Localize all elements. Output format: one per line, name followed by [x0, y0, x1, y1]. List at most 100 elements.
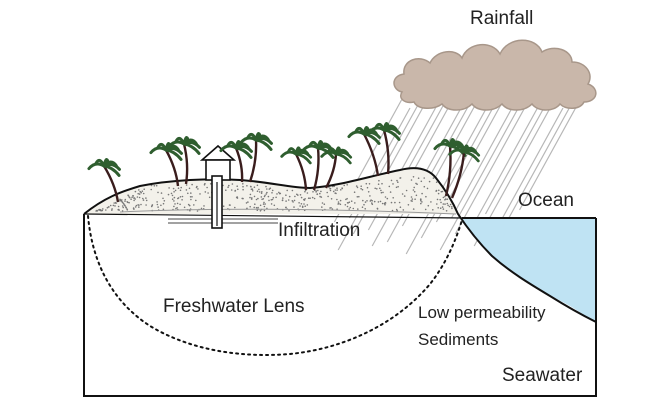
sand-dot — [257, 206, 259, 209]
sand-dot — [349, 206, 352, 209]
sand-dot — [311, 196, 314, 199]
sand-dot — [251, 190, 254, 192]
sand-dot — [292, 201, 294, 203]
sand-dot — [420, 180, 423, 183]
sand-dot — [145, 197, 147, 199]
sand-dot — [326, 191, 329, 194]
sand-dot — [254, 203, 256, 205]
sand-dot — [179, 203, 181, 206]
sand-dot — [380, 191, 383, 194]
sand-dot — [317, 189, 319, 192]
sand-dot — [262, 203, 265, 205]
sand-dot — [399, 206, 402, 208]
sand-dot — [195, 186, 198, 189]
seawater-label: Seawater — [502, 365, 583, 386]
well-house-icon — [199, 144, 237, 229]
sand-dot — [180, 186, 182, 189]
sand-dot — [162, 197, 164, 200]
sand-dot — [353, 191, 356, 193]
sand-dot — [258, 188, 260, 191]
sand-dot — [193, 204, 195, 206]
cloud-icon — [393, 39, 597, 111]
sand-dot — [131, 196, 133, 199]
sand-dot — [163, 200, 166, 202]
sand-dot — [378, 179, 380, 182]
sand-dot — [299, 205, 301, 207]
sand-dot — [179, 189, 182, 192]
sand-dot — [160, 204, 162, 207]
island-base-line — [83, 213, 463, 219]
sand-dot — [421, 201, 423, 203]
sand-dot — [380, 189, 382, 192]
sand-dot — [361, 188, 364, 191]
sand-dot — [132, 207, 135, 209]
sand-dot — [412, 189, 415, 191]
sand-dot — [231, 183, 234, 185]
sand-dot — [246, 185, 248, 187]
rain-streak — [450, 107, 513, 219]
sand-dot — [337, 201, 340, 203]
sand-dot — [285, 206, 287, 209]
sand-dot — [124, 204, 126, 207]
sand-dot — [137, 204, 139, 206]
sand-dot — [121, 205, 124, 207]
sand-dot — [208, 196, 211, 199]
sand-dot — [441, 206, 444, 208]
sand-dot — [346, 197, 348, 200]
sand-dot — [256, 184, 259, 187]
sand-dot — [377, 201, 380, 203]
sand-dot — [262, 198, 265, 200]
sand-dot — [334, 189, 337, 191]
sand-dot — [237, 188, 239, 191]
sand-dot — [446, 198, 449, 200]
sand-dot — [430, 201, 432, 203]
ocean-water — [462, 218, 596, 322]
sand-dot — [416, 183, 418, 185]
sand-dot — [392, 183, 394, 185]
sand-dot — [339, 203, 342, 206]
rainfall-label: Rainfall — [470, 8, 534, 29]
sand-dot — [379, 187, 381, 190]
sand-dot — [356, 186, 359, 189]
sand-dot — [140, 203, 142, 206]
sand-dot — [423, 185, 426, 188]
sand-dot — [275, 196, 277, 199]
sand-dot — [288, 195, 291, 198]
sand-dot — [437, 207, 440, 209]
sand-dot — [267, 195, 270, 198]
sand-dot — [189, 196, 192, 198]
sand-dot — [249, 205, 251, 208]
sand-dot — [360, 185, 363, 187]
sand-dot — [401, 193, 404, 195]
sand-dot — [162, 208, 165, 211]
ground-outline — [83, 214, 597, 397]
sand-dot — [432, 209, 434, 211]
sand-dot — [271, 189, 274, 192]
sand-dot — [140, 191, 142, 194]
sand-dot — [257, 197, 259, 200]
sediments-label: Sediments — [418, 330, 499, 349]
sand-dot — [259, 204, 262, 207]
sand-dot — [356, 196, 359, 198]
sand-dot — [316, 193, 319, 196]
sand-dot — [332, 185, 334, 188]
sand-dot — [424, 208, 427, 211]
rain-streak — [454, 99, 530, 235]
sand-dot — [371, 202, 373, 204]
sand-dot — [174, 189, 177, 192]
sand-dot — [386, 197, 389, 200]
sand-dot — [259, 210, 262, 212]
sand-dot — [320, 190, 322, 193]
island-sand — [84, 168, 458, 214]
sand-dot — [199, 193, 201, 195]
sand-dot — [444, 199, 446, 201]
sand-dot — [446, 202, 449, 205]
sand-dot — [142, 197, 144, 200]
sand-dot — [253, 186, 256, 188]
sand-dot — [151, 204, 154, 206]
sand-dot — [230, 189, 233, 191]
sand-dot — [365, 182, 368, 185]
sand-dot — [296, 193, 298, 196]
sand-dot — [323, 203, 326, 205]
sand-dot — [340, 189, 342, 191]
